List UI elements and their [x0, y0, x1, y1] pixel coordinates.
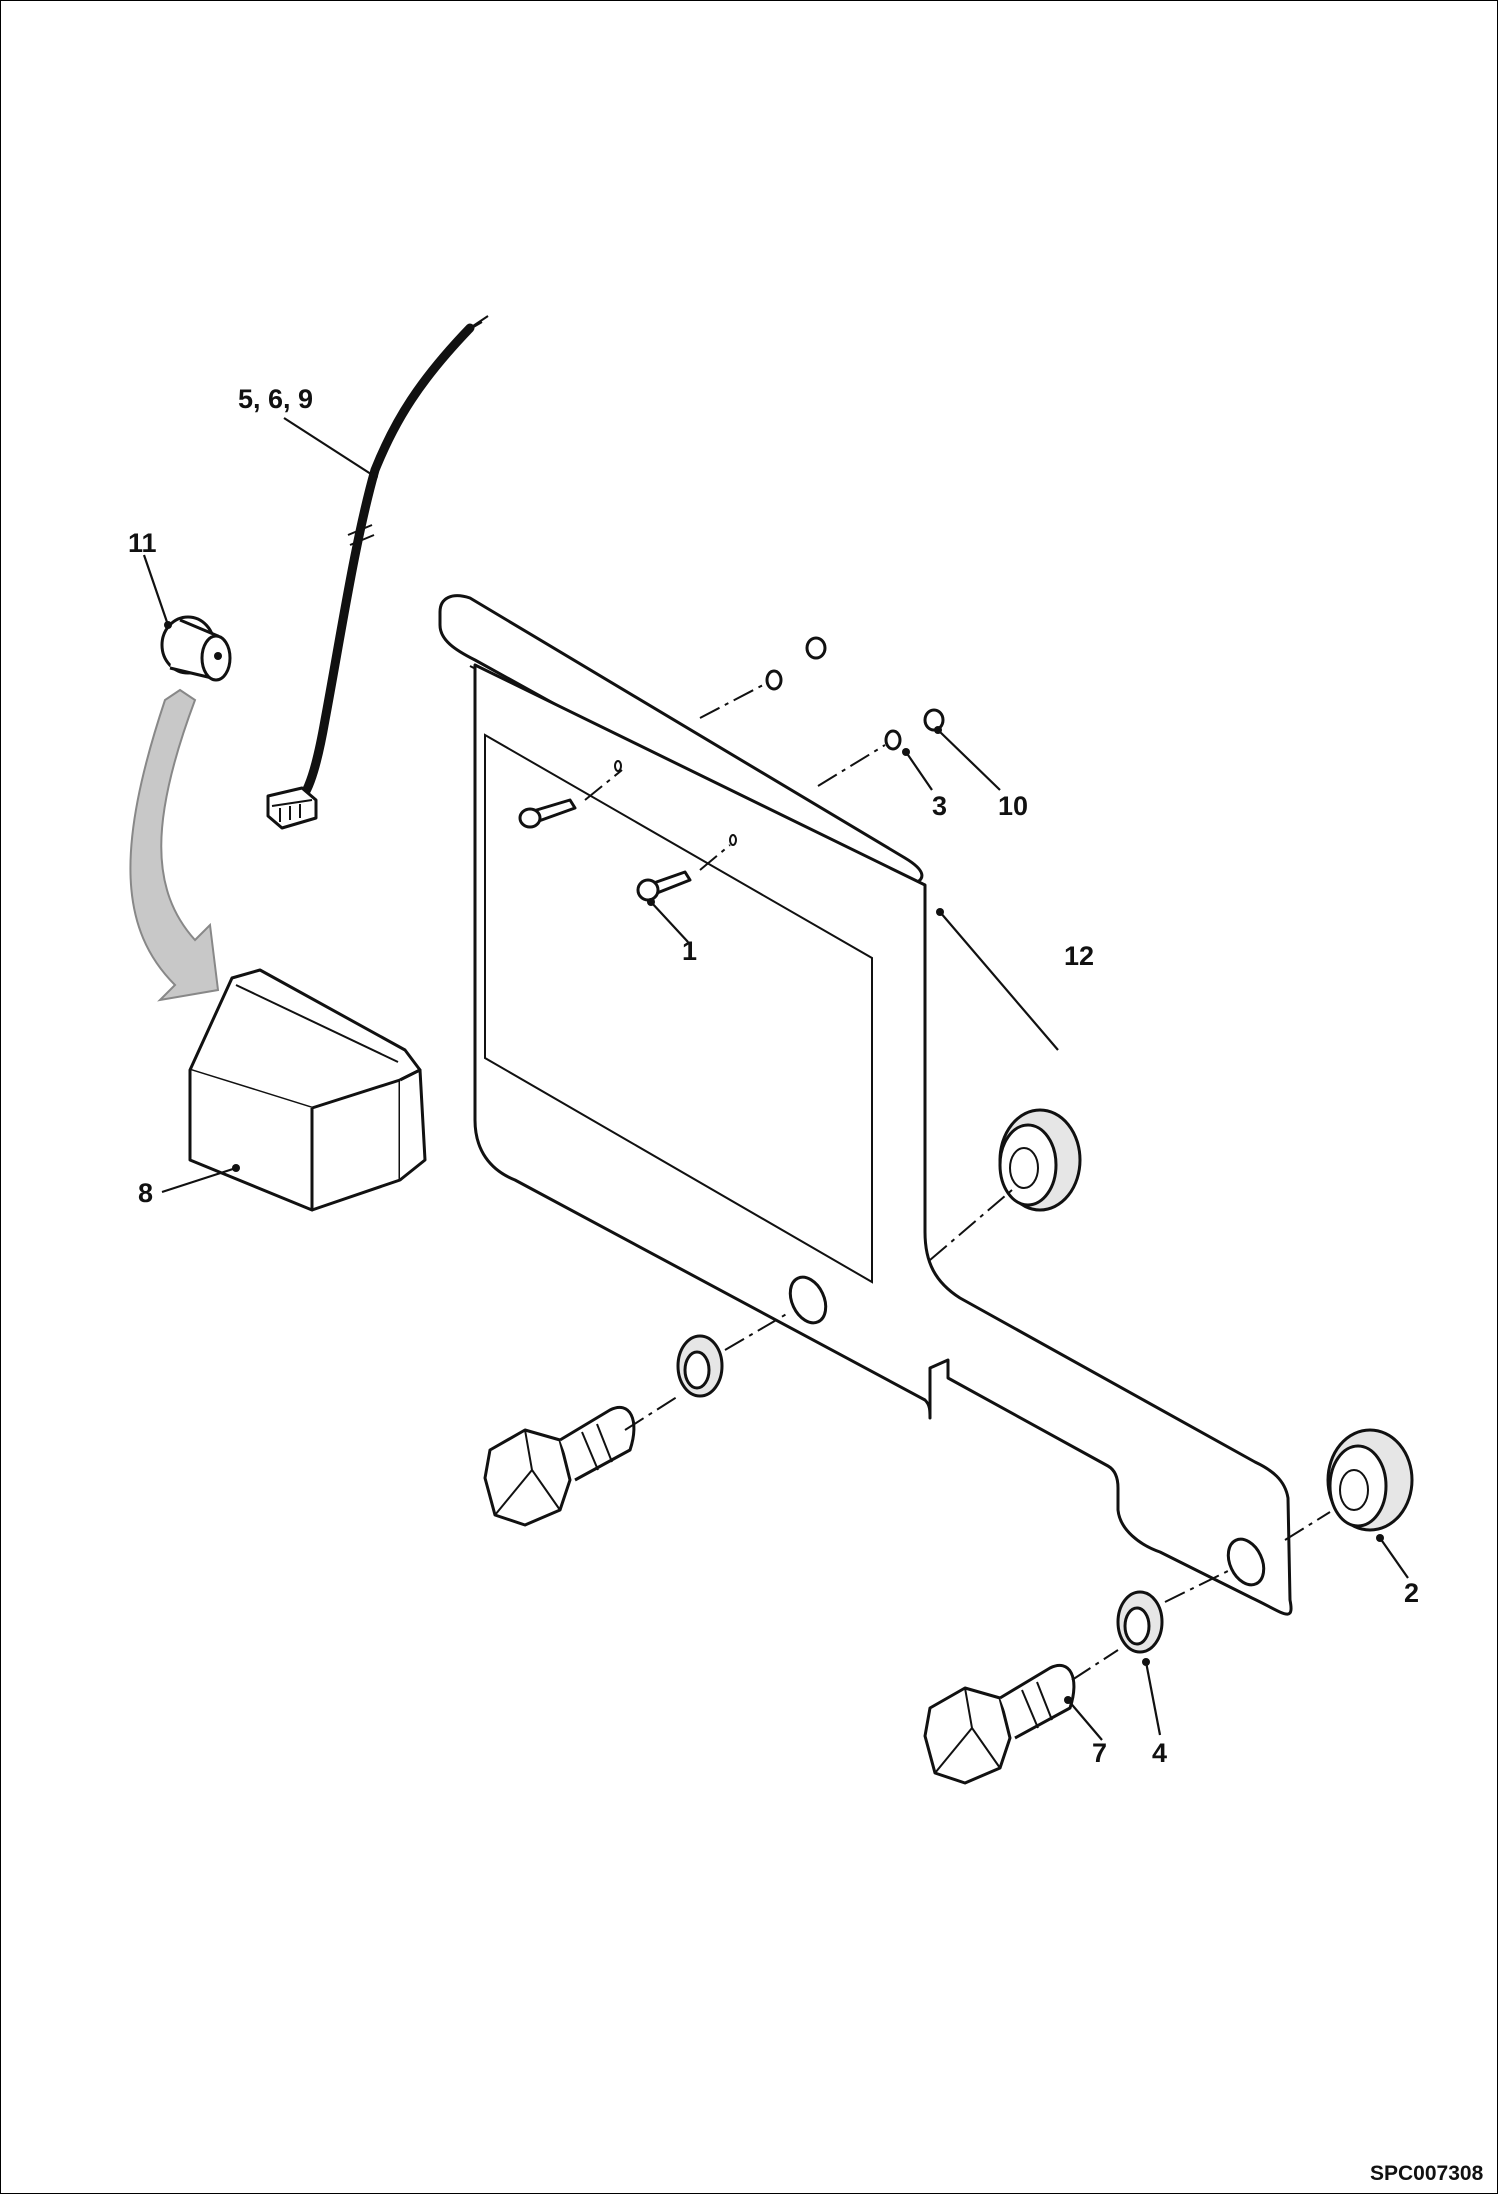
callout-1: 1: [682, 936, 697, 966]
harness-connector: [266, 786, 318, 830]
wire-harness: [266, 315, 489, 830]
nut-washer-upper: [765, 636, 827, 691]
callout-12: 12: [1064, 941, 1094, 971]
nut-washer-lower: [884, 708, 945, 756]
nut-upper-right: [998, 1108, 1082, 1212]
callout-11: 11: [128, 528, 157, 558]
washer-lower: [1116, 1590, 1164, 1666]
bolt-lower: [923, 1664, 1076, 1785]
drawing-id: SPC007308: [1370, 2162, 1484, 2185]
callout-4: 4: [1152, 1738, 1167, 1768]
license-lamp: [188, 968, 427, 1212]
callout-5-6-9: 5, 6, 9: [238, 384, 313, 414]
washer-upper: [676, 1334, 724, 1398]
nut-lower-right: [1326, 1428, 1414, 1542]
callout-7: 7: [1092, 1738, 1107, 1768]
callout-2: 2: [1404, 1578, 1419, 1608]
callout-3: 3: [932, 791, 947, 821]
bulb: [160, 615, 232, 682]
callout-8: 8: [138, 1178, 153, 1208]
screw-upper: [518, 798, 577, 829]
screw-lower: [636, 870, 692, 906]
callout-10: 10: [998, 791, 1028, 821]
bolt-upper: [483, 1406, 636, 1527]
insertion-arrow: [129, 688, 220, 1002]
bracket-plate: [438, 594, 1293, 1616]
